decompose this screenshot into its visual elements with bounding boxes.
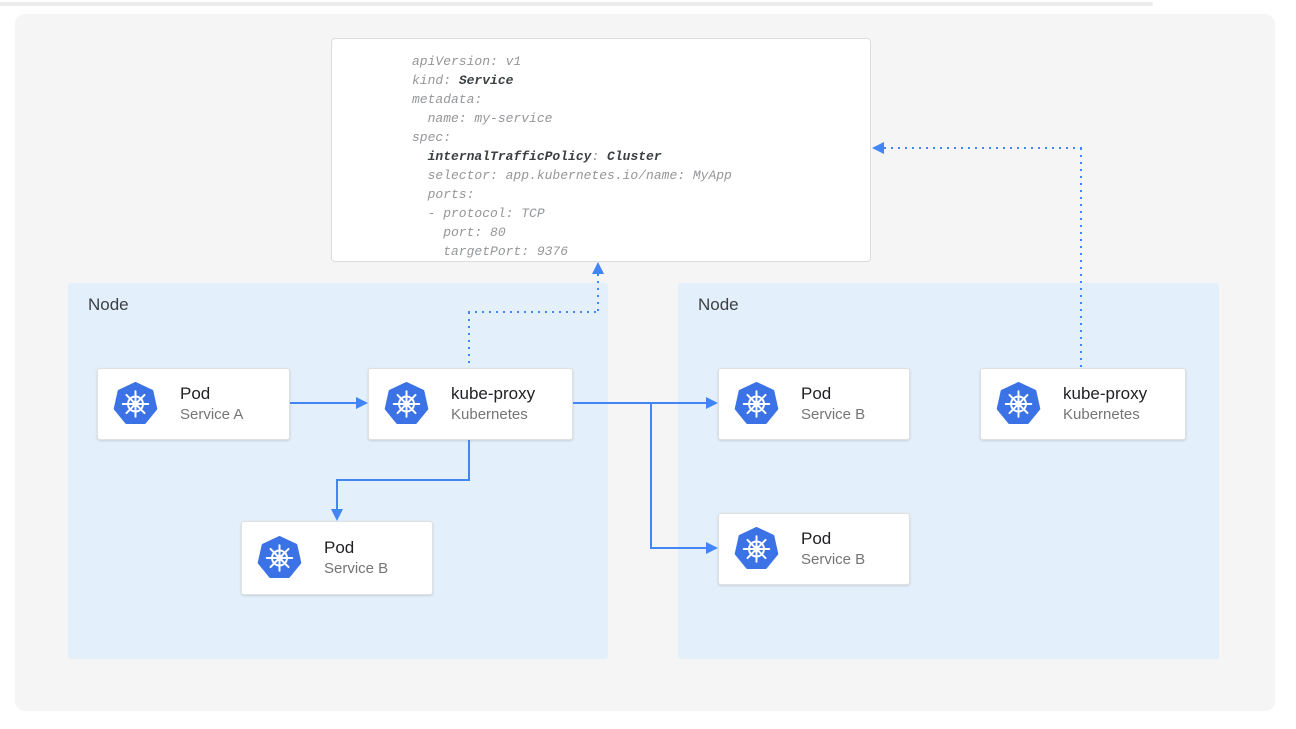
card-subtitle: Service B bbox=[801, 406, 866, 423]
card-pod-service-a: Pod Service A bbox=[97, 368, 290, 440]
card-title: Pod bbox=[801, 529, 832, 548]
card-pod-service-b-left: Pod Service B bbox=[241, 521, 433, 595]
arrow-kube-proxy-to-pod-b-left-v2 bbox=[336, 479, 338, 509]
card-title: Pod bbox=[801, 384, 832, 403]
kubernetes-icon bbox=[996, 382, 1041, 426]
arrowhead-down-icon bbox=[331, 509, 343, 521]
card-title: kube-proxy bbox=[451, 384, 536, 403]
arrow-pod-a-to-kube-proxy bbox=[290, 402, 356, 404]
kubernetes-icon bbox=[257, 536, 302, 580]
node-left: Node bbox=[68, 283, 608, 659]
kubernetes-icon bbox=[734, 527, 779, 571]
kubernetes-icon bbox=[734, 382, 779, 426]
card-subtitle: Service B bbox=[801, 551, 866, 568]
arrow-kube-proxy-to-pod-b-left-h bbox=[336, 479, 470, 481]
arrowhead-left-icon bbox=[872, 142, 884, 154]
dotted-kube-proxy-left-to-yaml-v2 bbox=[597, 274, 599, 312]
card-subtitle: Service B bbox=[324, 560, 389, 577]
card-subtitle: Kubernetes bbox=[1063, 406, 1140, 423]
kubernetes-icon bbox=[113, 382, 158, 426]
top-divider-line bbox=[0, 2, 1153, 6]
arrowhead-right-icon bbox=[356, 397, 368, 409]
kubernetes-icon bbox=[384, 382, 429, 426]
arrow-kube-proxy-to-pod-b-right-top bbox=[573, 402, 706, 404]
card-pod-service-b-right-top: Pod Service B bbox=[718, 368, 910, 440]
dotted-kube-proxy-right-to-yaml-h bbox=[884, 147, 1082, 149]
dotted-kube-proxy-left-to-yaml-h bbox=[468, 311, 599, 313]
arrowhead-right-icon bbox=[706, 397, 718, 409]
arrow-kube-proxy-to-pod-b-left-v1 bbox=[468, 440, 470, 481]
arrowhead-up-icon bbox=[592, 262, 604, 274]
card-title: kube-proxy bbox=[1063, 384, 1148, 403]
arrow-kube-proxy-to-pod-b-right-bottom-v bbox=[650, 402, 652, 548]
card-pod-service-b-right-bottom: Pod Service B bbox=[718, 513, 910, 585]
node-left-label: Node bbox=[88, 295, 129, 314]
card-title: Pod bbox=[324, 538, 355, 557]
node-right-label: Node bbox=[698, 295, 739, 314]
dotted-kube-proxy-right-to-yaml-v bbox=[1080, 148, 1082, 368]
dotted-kube-proxy-left-to-yaml-v1 bbox=[468, 312, 470, 368]
card-title: Pod bbox=[180, 384, 211, 403]
card-subtitle: Kubernetes bbox=[451, 406, 528, 423]
arrow-kube-proxy-to-pod-b-right-bottom-h bbox=[650, 547, 706, 549]
card-kube-proxy-left: kube-proxy Kubernetes bbox=[368, 368, 573, 440]
card-kube-proxy-right: kube-proxy Kubernetes bbox=[980, 368, 1186, 440]
arrowhead-right-icon bbox=[706, 542, 718, 554]
card-subtitle: Service A bbox=[180, 406, 244, 423]
node-right: Node bbox=[678, 283, 1219, 659]
